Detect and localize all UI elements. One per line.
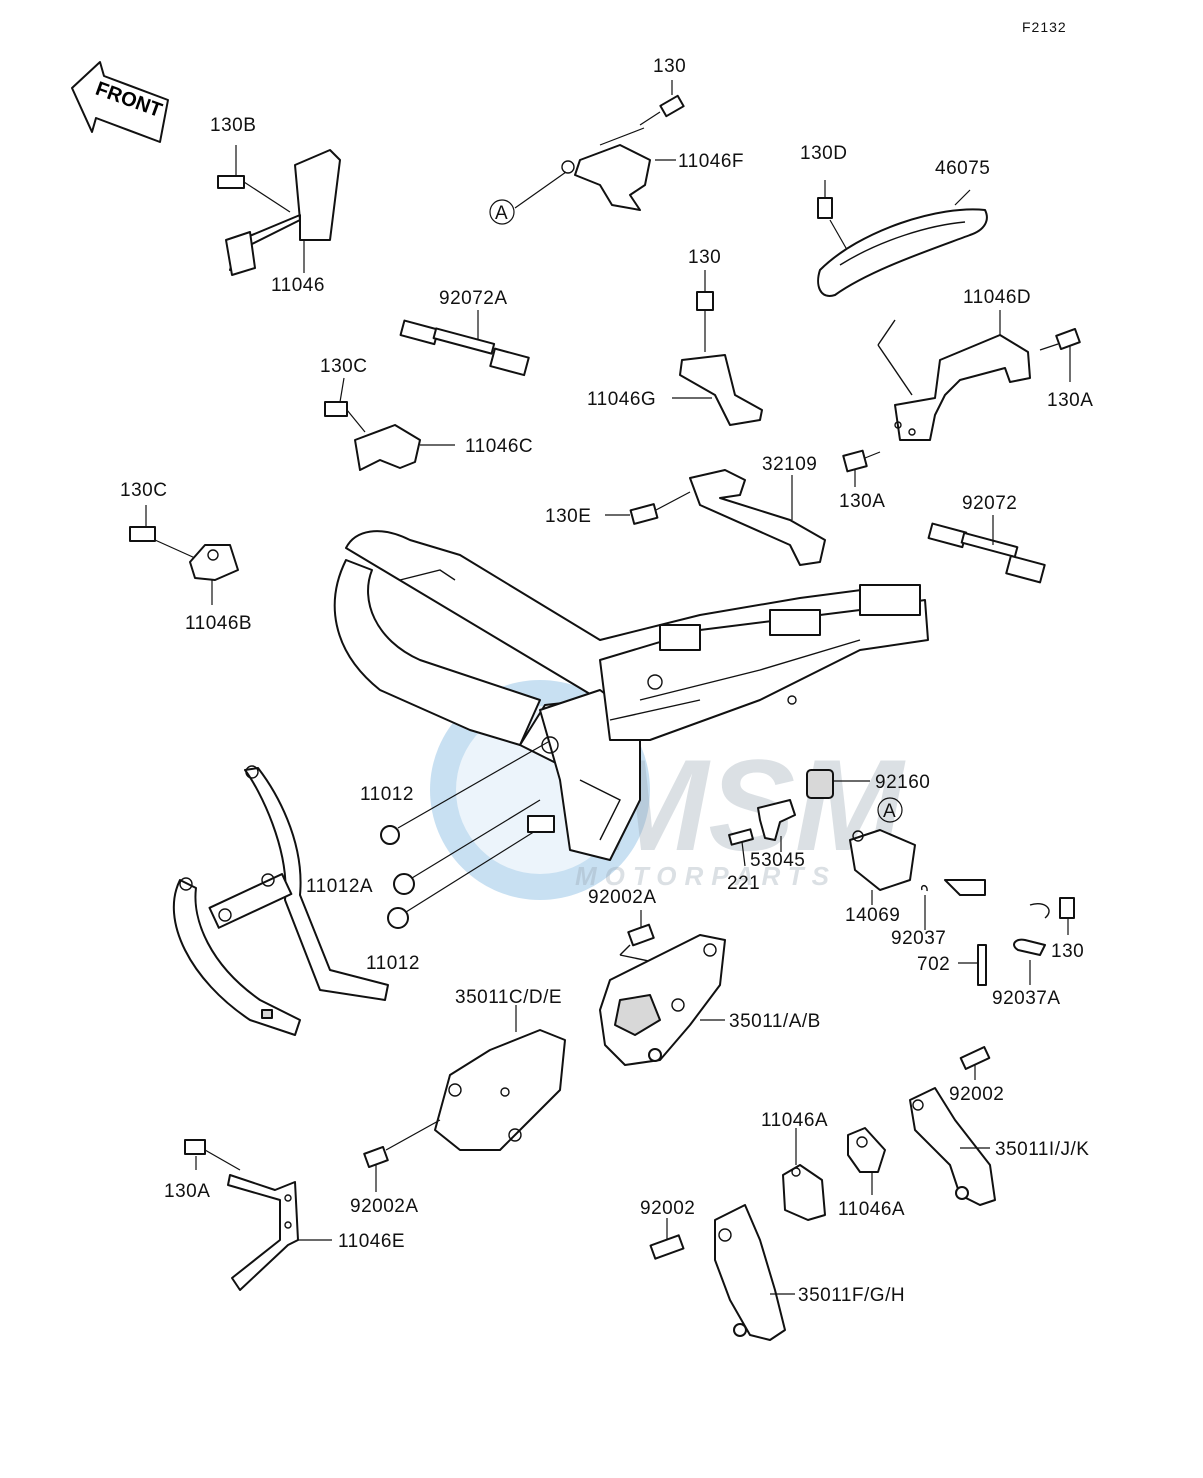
grommet-11012-a — [380, 741, 549, 845]
main-frame — [333, 530, 929, 861]
label-92072A: 92072A — [439, 288, 508, 309]
label-92037: 92037 — [891, 928, 946, 949]
label-92002A-top: 92002A — [588, 887, 657, 908]
label-32109: 32109 — [762, 454, 817, 475]
bolt-130-top — [639, 80, 685, 126]
label-11046A-a: 11046A — [761, 1110, 828, 1131]
label-130C-b: 130C — [120, 480, 167, 501]
label-14069: 14069 — [845, 905, 900, 926]
bolt-130-right — [1059, 897, 1075, 935]
label-130-top: 130 — [653, 56, 686, 77]
cover-14069 — [849, 829, 916, 905]
strap-92072 — [927, 515, 1046, 584]
bolt-130A-right — [1039, 328, 1081, 382]
strap-92072A — [399, 310, 530, 377]
bracket-35011I-J-K — [909, 1087, 996, 1206]
bolt-130C-b — [129, 505, 196, 559]
label-35011I-J-K: 35011I/J/K — [995, 1139, 1089, 1160]
bracket-11046G — [672, 354, 763, 426]
label-53045: 53045 — [750, 850, 805, 871]
screw-221 — [728, 828, 754, 867]
bolt-92002A-bottom — [363, 1119, 441, 1192]
label-92160: 92160 — [875, 772, 930, 793]
bolt-130B — [217, 145, 291, 213]
bracket-11046F — [514, 127, 676, 211]
bracket-32109 — [689, 469, 826, 566]
rear-frame-rails — [172, 765, 389, 1036]
label-130D: 130D — [800, 143, 847, 164]
bracket-11046C — [354, 424, 455, 471]
diagram-code: F2132 — [1022, 19, 1067, 35]
label-130A-bottom: 130A — [164, 1181, 210, 1202]
label-35011-A-B: 35011/A/B — [729, 1011, 821, 1032]
label-11012-a: 11012 — [360, 784, 414, 805]
label-11046F: 11046F — [678, 151, 744, 172]
label-11046B: 11046B — [185, 613, 252, 634]
bolt-130-mid — [696, 270, 714, 352]
label-92002-right: 92002 — [949, 1084, 1004, 1105]
label-130C-a: 130C — [320, 356, 367, 377]
bracket-35011F-G-H — [714, 1204, 795, 1341]
label-35011F-G-H: 35011F/G/H — [798, 1285, 905, 1306]
grab-bar-46075 — [817, 189, 988, 297]
label-92002-bottom: 92002 — [640, 1198, 695, 1219]
label-11046: 11046 — [271, 275, 325, 296]
label-35011C-D-E: 35011C/D/E — [455, 987, 562, 1008]
label-92002A-bottom: 92002A — [350, 1196, 419, 1217]
label-221: 221 — [727, 873, 760, 894]
circle-ref-A-top: A — [489, 199, 515, 225]
bolt-92002-bottom — [649, 1218, 685, 1260]
label-702: 702 — [917, 954, 950, 975]
label-11046G: 11046G — [587, 389, 656, 410]
label-11046D: 11046D — [963, 287, 1031, 308]
label-92037A: 92037A — [992, 988, 1061, 1009]
front-arrow-icon: FRONT — [71, 61, 169, 143]
bracket-35011-A-B — [599, 934, 726, 1066]
label-130A-right: 130A — [1047, 390, 1093, 411]
bolt-130C-a — [324, 377, 366, 433]
label-11012-b: 11012 — [366, 953, 420, 974]
bracket-11046A-b — [847, 1127, 886, 1195]
bracket-11046E — [227, 1174, 332, 1291]
label-130-mid: 130 — [688, 247, 721, 268]
label-130B: 130B — [210, 115, 256, 136]
svg-text:A: A — [495, 203, 508, 224]
bolt-130D — [817, 180, 851, 256]
bracket-35011C-D-E — [434, 1005, 566, 1151]
bolt-130A-mid — [842, 449, 881, 487]
grommet-11012A — [393, 799, 541, 895]
label-11012A: 11012A — [306, 876, 373, 897]
bolt-130A-bottom — [184, 1139, 241, 1171]
hose-702 — [944, 879, 987, 986]
watermark-sub: MOTORPARTS — [575, 861, 837, 891]
circle-ref-A-right: A — [877, 797, 903, 823]
label-92072: 92072 — [962, 493, 1017, 514]
bolt-130E — [605, 491, 691, 525]
bracket-11046 — [225, 149, 341, 276]
label-46075: 46075 — [935, 158, 990, 179]
damper-92160 — [806, 769, 870, 799]
clamp-92037A — [1013, 903, 1050, 985]
clamp-92037 — [920, 884, 928, 930]
bracket-11046B — [189, 544, 239, 605]
label-11046E: 11046E — [338, 1231, 405, 1252]
bracket-11046D — [877, 310, 1031, 441]
label-130E: 130E — [545, 506, 591, 527]
label-11046A-b: 11046A — [838, 1199, 905, 1220]
grommet-11012-b — [387, 815, 555, 929]
label-11046C: 11046C — [465, 436, 533, 457]
bolt-92002-right — [959, 1046, 991, 1080]
svg-text:A: A — [883, 801, 896, 822]
bracket-11046A-a — [782, 1128, 826, 1221]
label-130-right: 130 — [1051, 941, 1084, 962]
clip-53045 — [757, 799, 796, 852]
label-130A-mid: 130A — [839, 491, 885, 512]
part-labels: 130 11046F 130B 11046 130D 46075 130 920… — [120, 56, 1093, 1306]
